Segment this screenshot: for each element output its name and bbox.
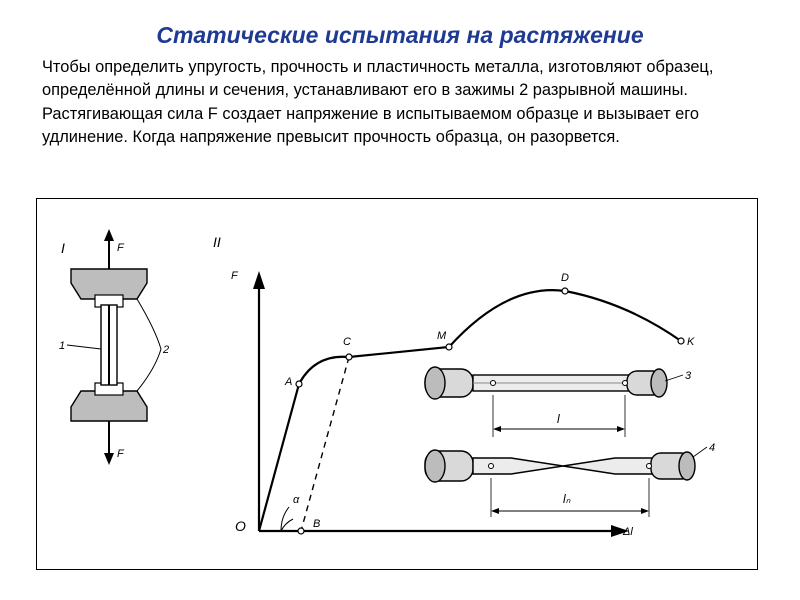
point-b-label: B xyxy=(313,518,320,530)
point-a xyxy=(295,380,303,388)
specimen-3-before-test: l 3 xyxy=(424,366,692,437)
label-grips: 2 xyxy=(162,344,169,356)
force-arrow-down-icon xyxy=(104,453,114,465)
point-k-label: K xyxy=(687,336,695,348)
tensile-test-figure: I F F 1 2 II xyxy=(36,198,758,570)
panel-2-tensile-diagram: II F Δl O α A B C xyxy=(213,234,715,538)
unloading-line xyxy=(300,356,350,532)
specimen-3-length-label: l xyxy=(557,412,560,426)
panel-2-roman-numeral: II xyxy=(213,234,221,250)
point-a-label: A xyxy=(284,376,292,388)
force-bottom-label: F xyxy=(117,448,125,460)
point-k xyxy=(677,337,685,345)
y-axis-arrow-icon xyxy=(253,271,265,289)
point-b xyxy=(297,527,305,535)
specimen-4-after-rupture: lₙ 4 xyxy=(424,442,715,517)
specimen-3-number-label: 3 xyxy=(685,370,692,382)
slide-title: Статические испытания на растяжение xyxy=(156,22,644,48)
stress-strain-curve xyxy=(257,289,682,532)
point-m-label: M xyxy=(437,330,447,342)
angle-alpha-label: α xyxy=(293,494,300,506)
force-arrow-up-icon xyxy=(104,229,114,241)
force-top-label: F xyxy=(117,242,125,254)
specimen-4-number-label: 4 xyxy=(709,442,715,454)
point-c xyxy=(345,353,353,361)
figure-drawing: I F F 1 2 II xyxy=(59,229,715,538)
label-specimen: 1 xyxy=(59,340,65,352)
point-m xyxy=(445,343,453,351)
point-d-label: D xyxy=(561,272,569,284)
panel-1-grips-diagram: I F F 1 2 xyxy=(59,229,169,465)
point-c-label: C xyxy=(343,336,351,348)
panel-1-roman-numeral: I xyxy=(61,240,65,256)
x-axis-label: Δl xyxy=(622,526,633,538)
x-axis-arrow-icon xyxy=(611,525,629,537)
point-d xyxy=(561,287,569,295)
slide-body-text: Чтобы определить упругость, прочность и … xyxy=(42,58,714,147)
y-axis-label: F xyxy=(231,270,239,282)
specimen-4-length-label: lₙ xyxy=(563,492,571,506)
origin-label: O xyxy=(235,518,246,534)
